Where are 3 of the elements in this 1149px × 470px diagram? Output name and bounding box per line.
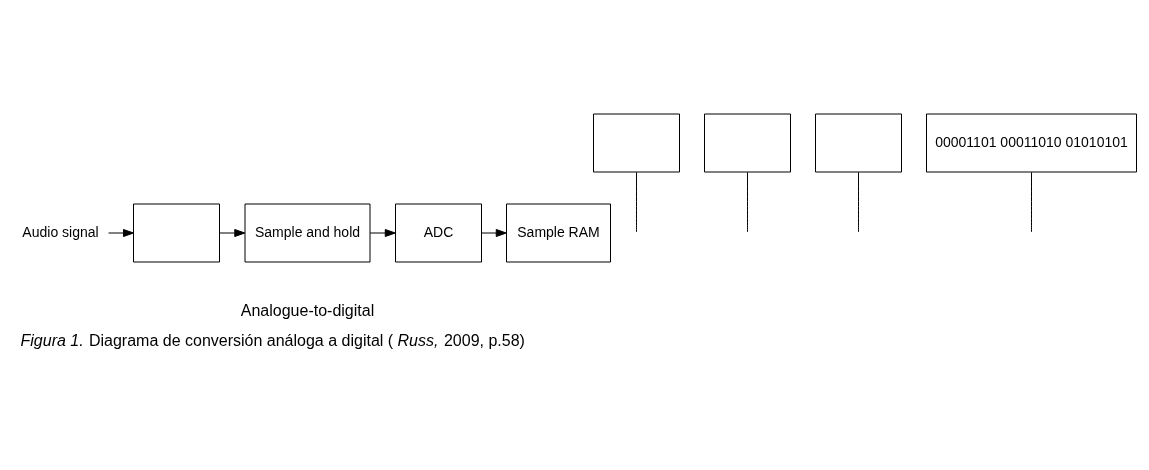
node-text: Audio signal <box>22 223 99 240</box>
caption: Figura 1. Diagrama de conversión análoga a digital (Russ, 2009, p.58) <box>20 331 525 349</box>
label: Analogue-to-digital <box>240 301 375 319</box>
